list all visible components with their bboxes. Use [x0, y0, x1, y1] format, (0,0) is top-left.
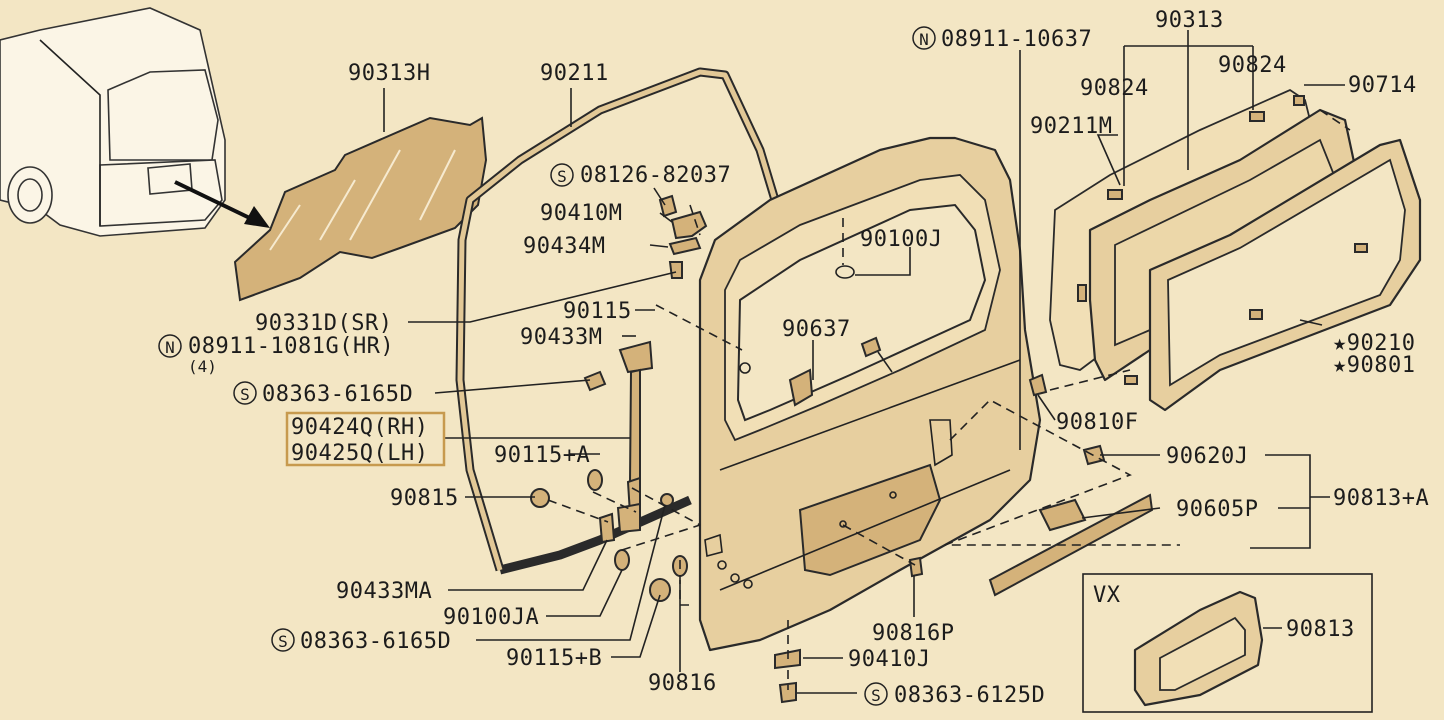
label-90813: 90813 — [1286, 617, 1355, 642]
label-90331D-SR: 90331D(SR) — [255, 311, 392, 336]
screw-mark-1: S — [557, 167, 567, 186]
label-90211: 90211 — [540, 61, 609, 86]
screw-symbol-2: S — [233, 381, 257, 405]
vehicle-rear-view — [0, 7, 226, 237]
label-90410M: 90410M — [540, 201, 622, 226]
label-90816P: 90816P — [872, 621, 954, 646]
label-90210: ★90210 — [1333, 331, 1415, 356]
label-90100J: 90100J — [860, 227, 942, 252]
nut-mark-1: N — [919, 30, 929, 49]
callout-arrow — [174, 180, 259, 224]
label-90115-B: 90115+B — [506, 646, 602, 671]
label-08363-6125D: 08363-6125D — [894, 683, 1045, 708]
label-90211M: 90211M — [1030, 114, 1112, 139]
label-08363-6165D-top: 08363-6165D — [262, 382, 413, 407]
label-90801: ★90801 — [1333, 353, 1415, 378]
finish-panel-90313H — [233, 116, 488, 302]
label-90425Q-LH: 90425Q(LH) — [291, 441, 428, 466]
label-90810F: 90810F — [1056, 410, 1138, 435]
label-90815: 90815 — [390, 486, 459, 511]
glass-assembly — [1049, 88, 1422, 412]
hardware-parts — [530, 194, 1154, 704]
part-labels: 90313H 90211 08911-10637 90313 90824 908… — [188, 8, 1429, 708]
nut-symbol-2: N — [158, 334, 182, 358]
screw-mark-2: S — [240, 385, 250, 404]
screw-mark-3: S — [278, 632, 288, 651]
screw-symbol-3: S — [271, 628, 295, 652]
screw-symbol-1: S — [550, 163, 574, 187]
label-90313: 90313 — [1155, 8, 1224, 33]
label-90115: 90115 — [563, 299, 632, 324]
label-90637: 90637 — [782, 317, 851, 342]
label-90433MA: 90433MA — [336, 579, 432, 604]
label-08126-82037: 08126-82037 — [580, 163, 731, 188]
label-90424Q-RH: 90424Q(RH) — [291, 415, 428, 440]
label-08911-1081G-HR: 08911-1081G(HR) — [188, 334, 394, 359]
label-08363-6165D-bottom: 08363-6165D — [300, 629, 451, 654]
label-90115-A: 90115+A — [494, 443, 590, 468]
label-90824-right: 90824 — [1218, 53, 1287, 78]
label-90824-left: 90824 — [1080, 76, 1149, 101]
leader-lines — [383, 30, 1345, 694]
label-90813-A: 90813+A — [1333, 486, 1429, 511]
weatherstrip-90211 — [455, 67, 780, 575]
nut-mark-2: N — [165, 338, 175, 357]
label-90433M: 90433M — [520, 325, 602, 350]
screw-symbol-4: S — [864, 682, 888, 706]
label-90434M: 90434M — [523, 234, 605, 259]
nut-symbol-1: N — [912, 26, 936, 50]
label-90313H: 90313H — [348, 61, 430, 86]
label-90100JA: 90100JA — [443, 605, 539, 630]
label-90605P: 90605P — [1176, 497, 1258, 522]
highlight-box-stay — [285, 411, 446, 467]
label-vx: VX — [1093, 583, 1121, 608]
back-door-panel — [698, 136, 1042, 652]
callout-arrow-head — [244, 206, 270, 228]
label-08911-10637: 08911-10637 — [941, 27, 1092, 52]
label-qty-4: (4) — [188, 357, 217, 376]
label-90410J: 90410J — [848, 647, 930, 672]
label-90620J: 90620J — [1166, 444, 1248, 469]
label-90714: 90714 — [1348, 73, 1417, 98]
screw-mark-4: S — [871, 686, 881, 705]
label-90816: 90816 — [648, 671, 717, 696]
vx-detail-box — [1082, 573, 1373, 713]
